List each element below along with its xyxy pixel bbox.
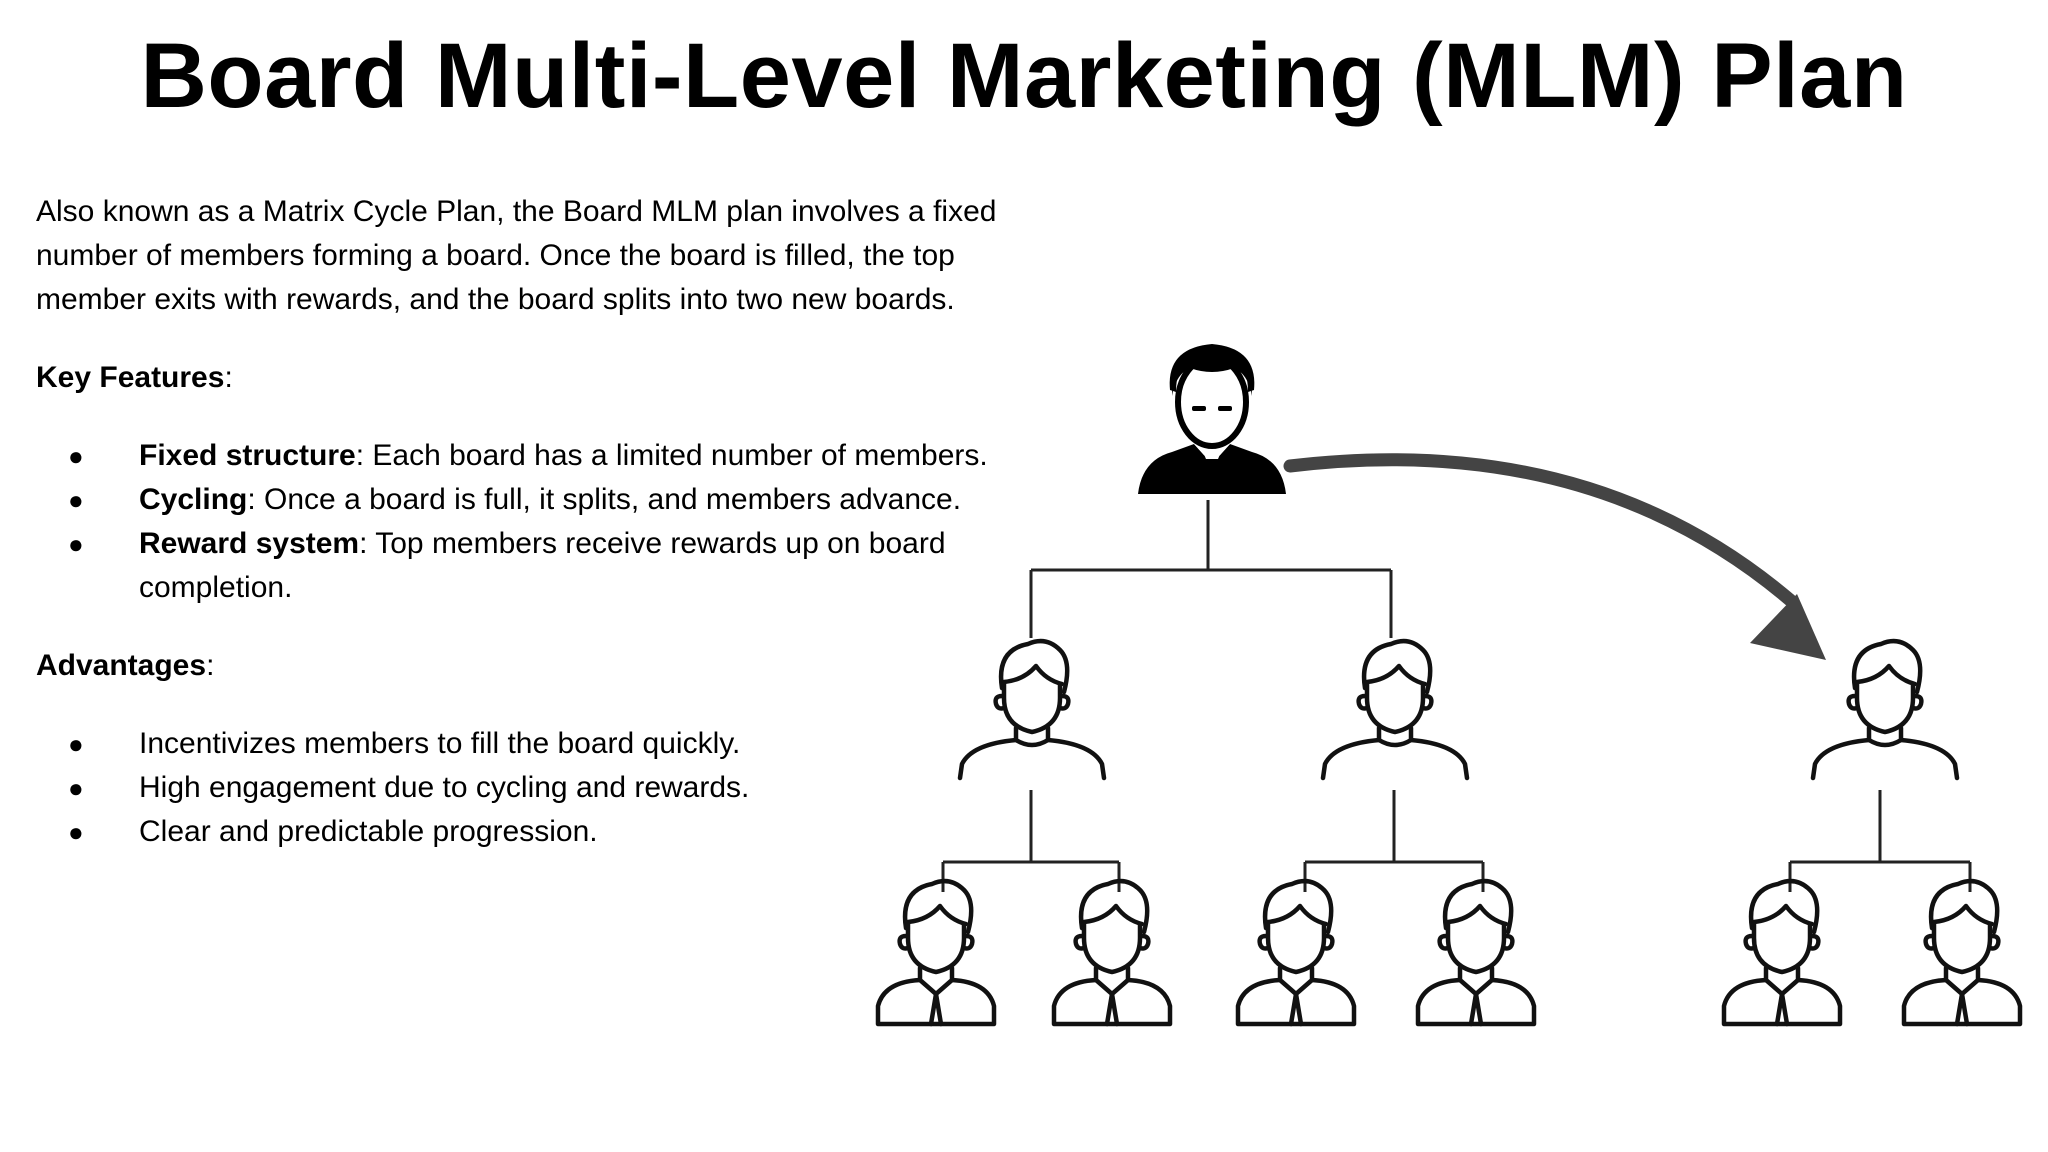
feature-desc: : Once a board is full, it splits, and m…	[247, 483, 962, 516]
bullet-icon: ●	[68, 485, 84, 515]
feature-term: Cycling	[139, 483, 248, 516]
cycle-arrow	[1283, 453, 1797, 607]
person-outline-icon	[1323, 641, 1467, 778]
person-outline-icon	[1813, 641, 1957, 778]
person-tie-outline-icon	[878, 881, 994, 1024]
bullet-icon: ●	[68, 529, 84, 559]
feature-term: Reward system	[139, 527, 360, 560]
bullet-icon: ●	[68, 729, 84, 759]
intro-paragraph: Also known as a Matrix Cycle Plan, the B…	[36, 195, 997, 316]
businessman-icon	[1138, 344, 1286, 494]
advantage-text: High engagement due to cycling and rewar…	[139, 771, 750, 804]
advantage-text: Incentivizes members to fill the board q…	[139, 727, 741, 760]
list-item: ● Cycling: Once a board is full, it split…	[36, 478, 1056, 522]
bullet-icon: ●	[68, 441, 84, 471]
person-tie-outline-icon	[1904, 881, 2020, 1024]
description-column: Also known as a Matrix Cycle Plan, the B…	[36, 190, 1056, 888]
advantages-list: ● Incentivizes members to fill the board …	[36, 722, 1056, 854]
list-item: ● Reward system: Top members receive rewa…	[36, 522, 1034, 610]
feature-desc: : Top members receive rewards up on boar…	[139, 527, 946, 604]
key-features-heading-colon: :	[224, 361, 233, 394]
list-item: ● Clear and predictable progression.	[36, 810, 1056, 854]
advantage-text: Clear and predictable progression.	[139, 815, 598, 848]
list-item: ● High engagement due to cycling and rewa…	[36, 766, 1056, 810]
arrow-head-icon	[1750, 594, 1826, 660]
list-item: ● Incentivizes members to fill the board …	[36, 722, 1056, 766]
feature-term: Fixed structure	[139, 439, 356, 472]
connector-lines	[941, 500, 1972, 892]
person-outline-icon	[960, 641, 1104, 778]
person-tie-outline-icon	[1238, 881, 1354, 1024]
advantages-heading: Advantages:	[36, 644, 1056, 688]
key-features-heading: Key Features:	[36, 356, 1056, 400]
advantages-heading-colon: :	[206, 649, 215, 682]
bullet-icon: ●	[68, 817, 84, 847]
advantages-heading-label: Advantages	[36, 649, 207, 682]
page-title: Board Multi-Level Marketing (MLM) Plan	[140, 25, 1908, 127]
feature-desc: : Each board has a limited number of mem…	[355, 439, 988, 472]
key-features-list: ● Fixed structure: Each board has a limit…	[36, 434, 1056, 610]
key-features-heading-label: Key Features	[36, 361, 225, 394]
person-tie-outline-icon	[1418, 881, 1534, 1024]
person-tie-outline-icon	[1054, 881, 1170, 1024]
list-item: ● Fixed structure: Each board has a limit…	[36, 434, 1056, 478]
bullet-icon: ●	[68, 773, 84, 803]
person-tie-outline-icon	[1724, 881, 1840, 1024]
